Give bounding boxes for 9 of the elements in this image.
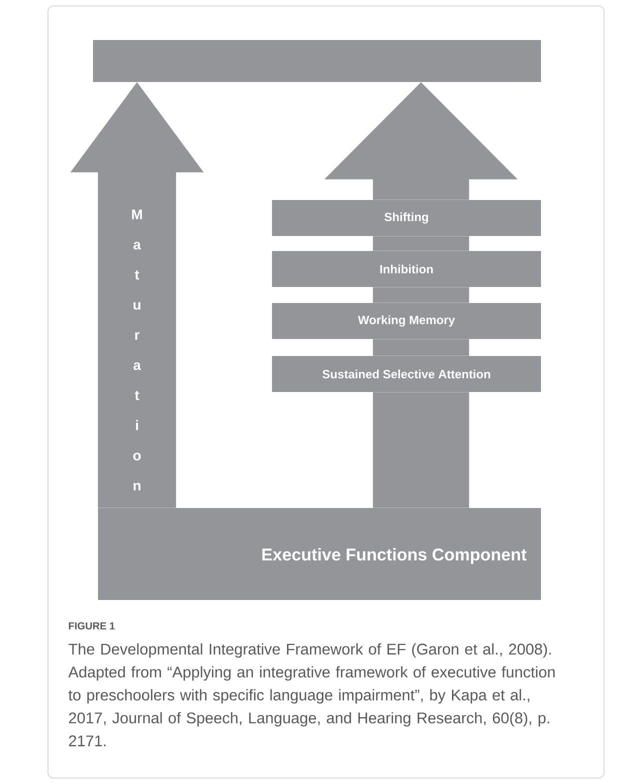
arrow-shaft xyxy=(372,287,470,303)
edge-label: Maturation xyxy=(132,210,142,490)
arrow-shaft xyxy=(372,236,470,251)
arrow-shaft xyxy=(372,392,470,508)
arrow xyxy=(324,82,518,200)
empty-bar xyxy=(93,40,541,82)
arrow-shaft xyxy=(372,339,470,356)
figure-label: FIGURE 1 xyxy=(68,622,115,630)
caption: The Developmental Integrative Framework of EF (Garon et al., 2008). Adapted from “Applying an integrative framework of executive function to preschoolers with specific language impairment”, by Kapa et al., 2017, Journal of Speech, Language, and Hearing Research, 60(8), p. 2171. xyxy=(68,643,555,746)
